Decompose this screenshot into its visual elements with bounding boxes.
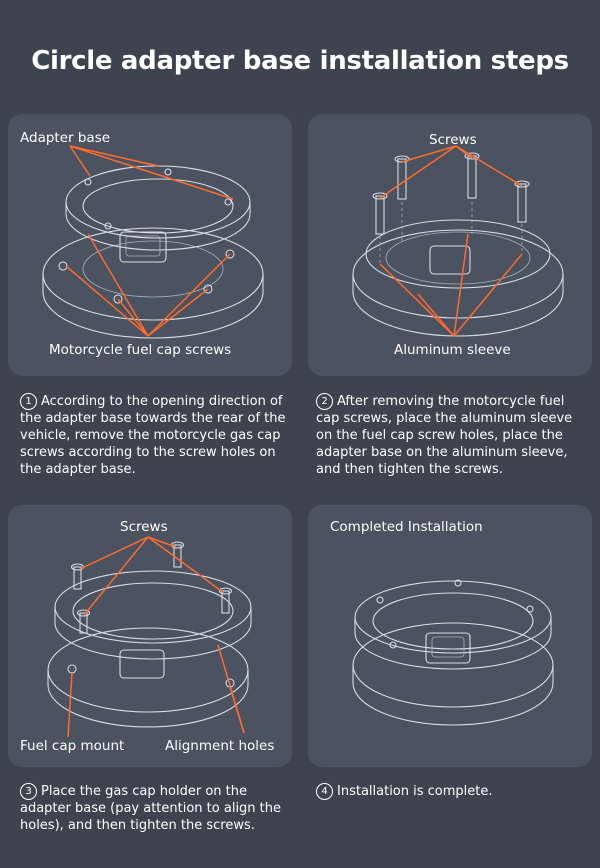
arrow-group: [67, 536, 245, 738]
step-text: Place the gas cap holder on the adapter …: [20, 784, 282, 833]
step-number: 3: [20, 783, 37, 800]
label-screws: Screws: [120, 519, 168, 535]
step-number: 1: [20, 393, 37, 410]
label-fuel-cap-mount: Fuel cap mount: [20, 738, 125, 754]
step-4-description: 4 Installation is complete.: [316, 783, 591, 800]
aluminum-sleeve-drawing: [352, 145, 564, 337]
step-number: 2: [316, 393, 333, 410]
label-fuel-cap-screws: Motorcycle fuel cap screws: [49, 342, 232, 358]
arrow-group: [65, 145, 234, 337]
step-text: Installation is complete.: [337, 784, 493, 799]
step-text: According to the opening direction of th…: [20, 394, 286, 477]
label-adapter-base: Adapter base: [20, 130, 111, 146]
label-alignment-holes: Alignment holes: [165, 738, 275, 754]
step-text: After removing the motorcycle fuel cap s…: [316, 394, 573, 477]
step-number: 4: [316, 783, 333, 800]
page-title: Circle adapter base installation steps: [31, 46, 569, 76]
label-aluminum-sleeve: Aluminum sleeve: [394, 342, 511, 358]
step-2-illustration: Screws Aluminum sleeve: [308, 114, 592, 376]
label-screws: Screws: [429, 132, 477, 148]
gas-cap-holder-drawing: [47, 536, 252, 738]
label-completed-installation: Completed Installation: [330, 519, 483, 535]
step-4-illustration: Completed Installation: [308, 505, 592, 767]
step-3-illustration: Screws Fuel cap mount Alignment holes: [8, 505, 292, 767]
arrow-group: [379, 145, 523, 337]
adapter-base-drawing: [42, 145, 264, 339]
completed-installation-drawing: [352, 579, 554, 726]
step-1-illustration: Adapter base Motorcycle fuel cap screws: [8, 114, 292, 376]
